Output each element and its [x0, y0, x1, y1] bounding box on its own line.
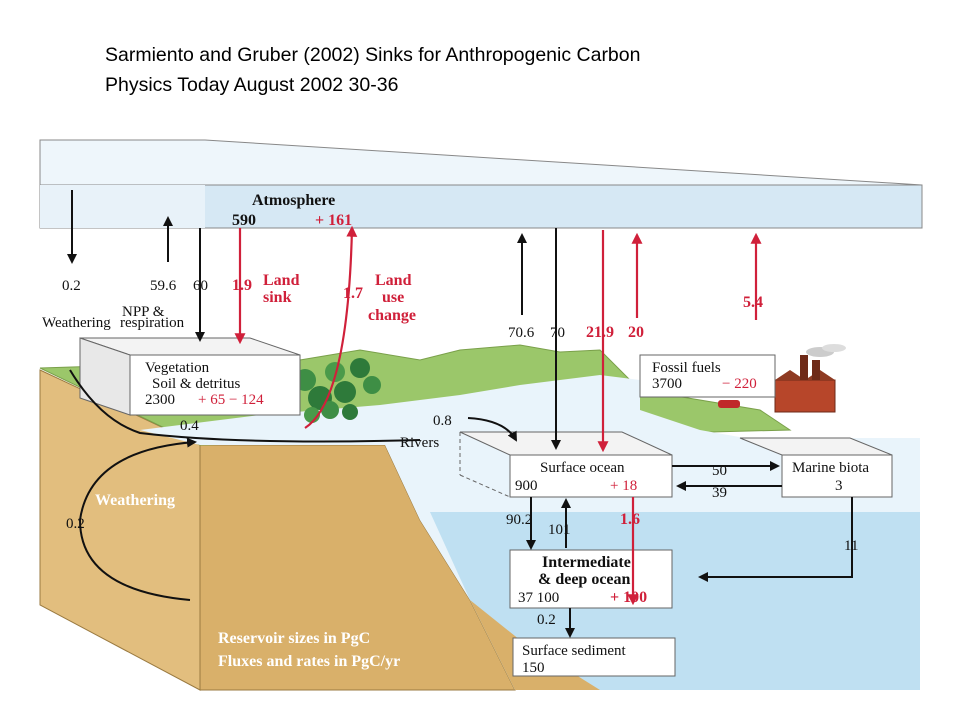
marine-biota-box-top — [739, 437, 893, 456]
sediment-size: 150 — [522, 660, 545, 676]
fossil-emission-value: 5.4 — [743, 294, 763, 311]
weathering-flux-label: Weathering — [42, 315, 111, 331]
deep-ocean-change: + 100 — [610, 589, 647, 606]
sediment-label: Surface sediment — [522, 643, 627, 659]
caption-line-1: Sarmiento and Gruber (2002) Sinks for An… — [105, 44, 641, 66]
bio-out-value: 39 — [712, 485, 727, 501]
surface-ocean-label: Surface ocean — [540, 460, 625, 476]
marine-biota-label: Marine biota — [792, 460, 869, 476]
deep-ocean-label-1: Intermediate — [542, 554, 631, 571]
surface-ocean-box — [509, 454, 673, 498]
vegetation-size: 2300 — [145, 392, 175, 408]
npp-flux-value: 59.6 — [150, 278, 177, 294]
fossil-fuels-box — [639, 354, 776, 398]
black-flux-arrows — [67, 190, 853, 638]
atmosphere-change: + 161 — [315, 212, 352, 229]
anthro-mix-value: 1.6 — [620, 511, 640, 528]
marine-biota-size: 3 — [835, 478, 843, 494]
legend-line-1: Reservoir sizes in PgC — [218, 630, 370, 647]
veg-to-rivers-value: 0.4 — [180, 418, 199, 434]
marine-biota-box — [781, 454, 893, 498]
rivers-label: Rivers — [400, 435, 439, 451]
npp-label-line1: NPP & — [122, 304, 165, 320]
land-use-value: 1.7 — [343, 285, 363, 302]
land-sink-label-1: Land — [263, 272, 300, 289]
ocean-anthro-up-value: 20 — [628, 324, 644, 341]
atmosphere-label: Atmosphere — [252, 192, 335, 209]
fossil-fuels-label: Fossil fuels — [652, 360, 721, 376]
fossil-fuels-change: − 220 — [722, 376, 757, 392]
vegetation-change: + 65 − 124 — [198, 392, 264, 408]
up-mix-value: 101 — [548, 522, 571, 538]
respiration-flux-value: 60 — [193, 278, 208, 294]
soil-label: Soil & detritus — [152, 376, 241, 392]
deep-ocean-label-2: & deep ocean — [538, 571, 631, 588]
land-sink-value: 1.9 — [232, 277, 252, 294]
down-mix-value: 90.2 — [506, 512, 532, 528]
fossil-fuels-size: 3700 — [652, 376, 682, 392]
land-use-label-1: Land — [375, 272, 412, 289]
surface-ocean-size: 900 — [515, 478, 538, 494]
ocean-anthro-down-value: 21.9 — [586, 324, 614, 341]
surface-ocean-change: + 18 — [610, 478, 637, 494]
ocean-release-flux-value: 70 — [550, 325, 565, 341]
land-use-label-2: use — [382, 289, 404, 306]
vegetation-box-side — [79, 337, 131, 416]
sediment-flux-value: 0.2 — [537, 612, 556, 628]
factory-icon — [718, 344, 846, 413]
atmosphere-size: 590 — [232, 212, 256, 229]
rock-weathering-label: Weathering — [95, 492, 175, 509]
land-sink-label-2: sink — [263, 289, 292, 306]
rivers-flux-value: 0.8 — [433, 413, 452, 429]
bio-export-value: 11 — [844, 538, 858, 554]
land-use-label-3: change — [368, 307, 416, 324]
npp-label-line2: respiration — [120, 315, 185, 331]
atmosphere-slab — [39, 139, 923, 229]
legend-line-2: Fluxes and rates in PgC/yr — [218, 653, 400, 670]
vegetation-label: Vegetation — [145, 360, 210, 376]
weathering-flux-value: 0.2 — [62, 278, 81, 294]
bio-in-value: 50 — [712, 463, 727, 479]
sediment-box — [512, 637, 676, 677]
red-flux-arrows — [234, 225, 762, 606]
ocean-uptake-flux-value: 70.6 — [508, 325, 535, 341]
caption-line-2: Physics Today August 2002 30-36 — [105, 74, 399, 96]
rock-weathering-value: 0.2 — [66, 516, 85, 532]
vegetation-box — [129, 354, 301, 416]
deep-ocean-box — [509, 549, 673, 609]
deep-ocean-size: 37 100 — [518, 590, 559, 606]
